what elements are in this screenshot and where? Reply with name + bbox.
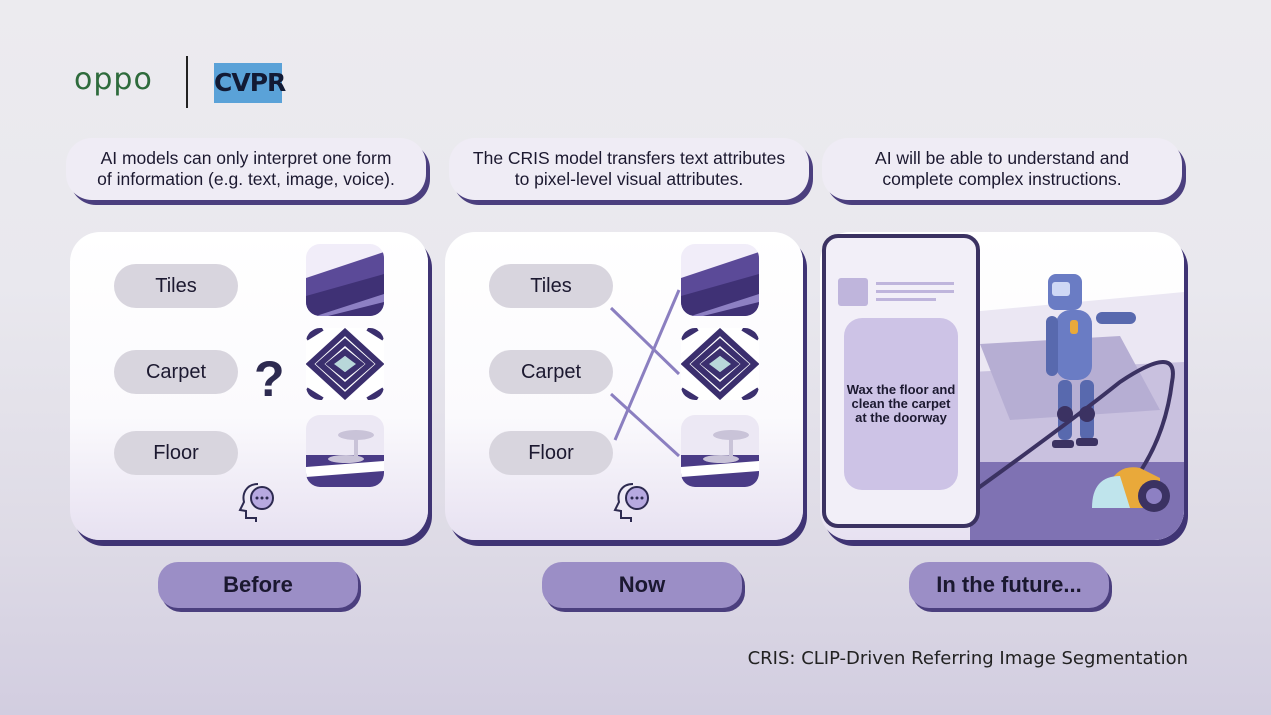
label-carpet: Carpet	[114, 350, 238, 394]
label-carpet: Carpet	[489, 350, 613, 394]
oppo-logo: oppo	[74, 62, 153, 97]
robot-icon	[1046, 274, 1136, 448]
cvpr-logo: CVPR	[214, 63, 286, 103]
label-floor: Floor	[489, 431, 613, 475]
phone-text-line	[876, 282, 954, 285]
footnote: CRIS: CLIP-Driven Referring Image Segmen…	[747, 648, 1188, 669]
floor-image	[306, 415, 384, 487]
phone-text-line	[876, 290, 954, 293]
instruction-message: Wax the floor and clean the carpet at th…	[844, 318, 958, 490]
logo-divider	[186, 56, 188, 108]
floor-image	[681, 415, 759, 487]
tag-now: Now	[542, 562, 742, 608]
tag-before: Before	[158, 562, 358, 608]
label-tiles: Tiles	[114, 264, 238, 308]
head-thinking-icon	[613, 480, 653, 524]
label-tiles: Tiles	[489, 264, 613, 308]
phone-image-placeholder	[838, 278, 868, 306]
phone-text-line	[876, 298, 936, 301]
caption-future: AI will be able to understand and comple…	[822, 138, 1182, 200]
carpet-image	[306, 328, 384, 400]
robot-vacuum-illustration	[968, 274, 1184, 540]
caption-before: AI models can only interpret one form of…	[66, 138, 426, 200]
tag-future: In the future...	[909, 562, 1109, 608]
phone-mockup: Wax the floor and clean the carpet at th…	[822, 234, 980, 528]
question-mark: ?	[254, 351, 285, 407]
matching-lines	[609, 289, 681, 458]
caption-now: The CRIS model transfers text attributes…	[449, 138, 809, 200]
head-thinking-icon	[238, 480, 278, 524]
label-floor: Floor	[114, 431, 238, 475]
before-panel: Tiles Carpet Floor ?	[70, 232, 428, 540]
tiles-image	[306, 244, 384, 316]
carpet-image	[681, 328, 759, 400]
tiles-image	[681, 244, 759, 316]
now-panel: Tiles Carpet Floor	[445, 232, 803, 540]
